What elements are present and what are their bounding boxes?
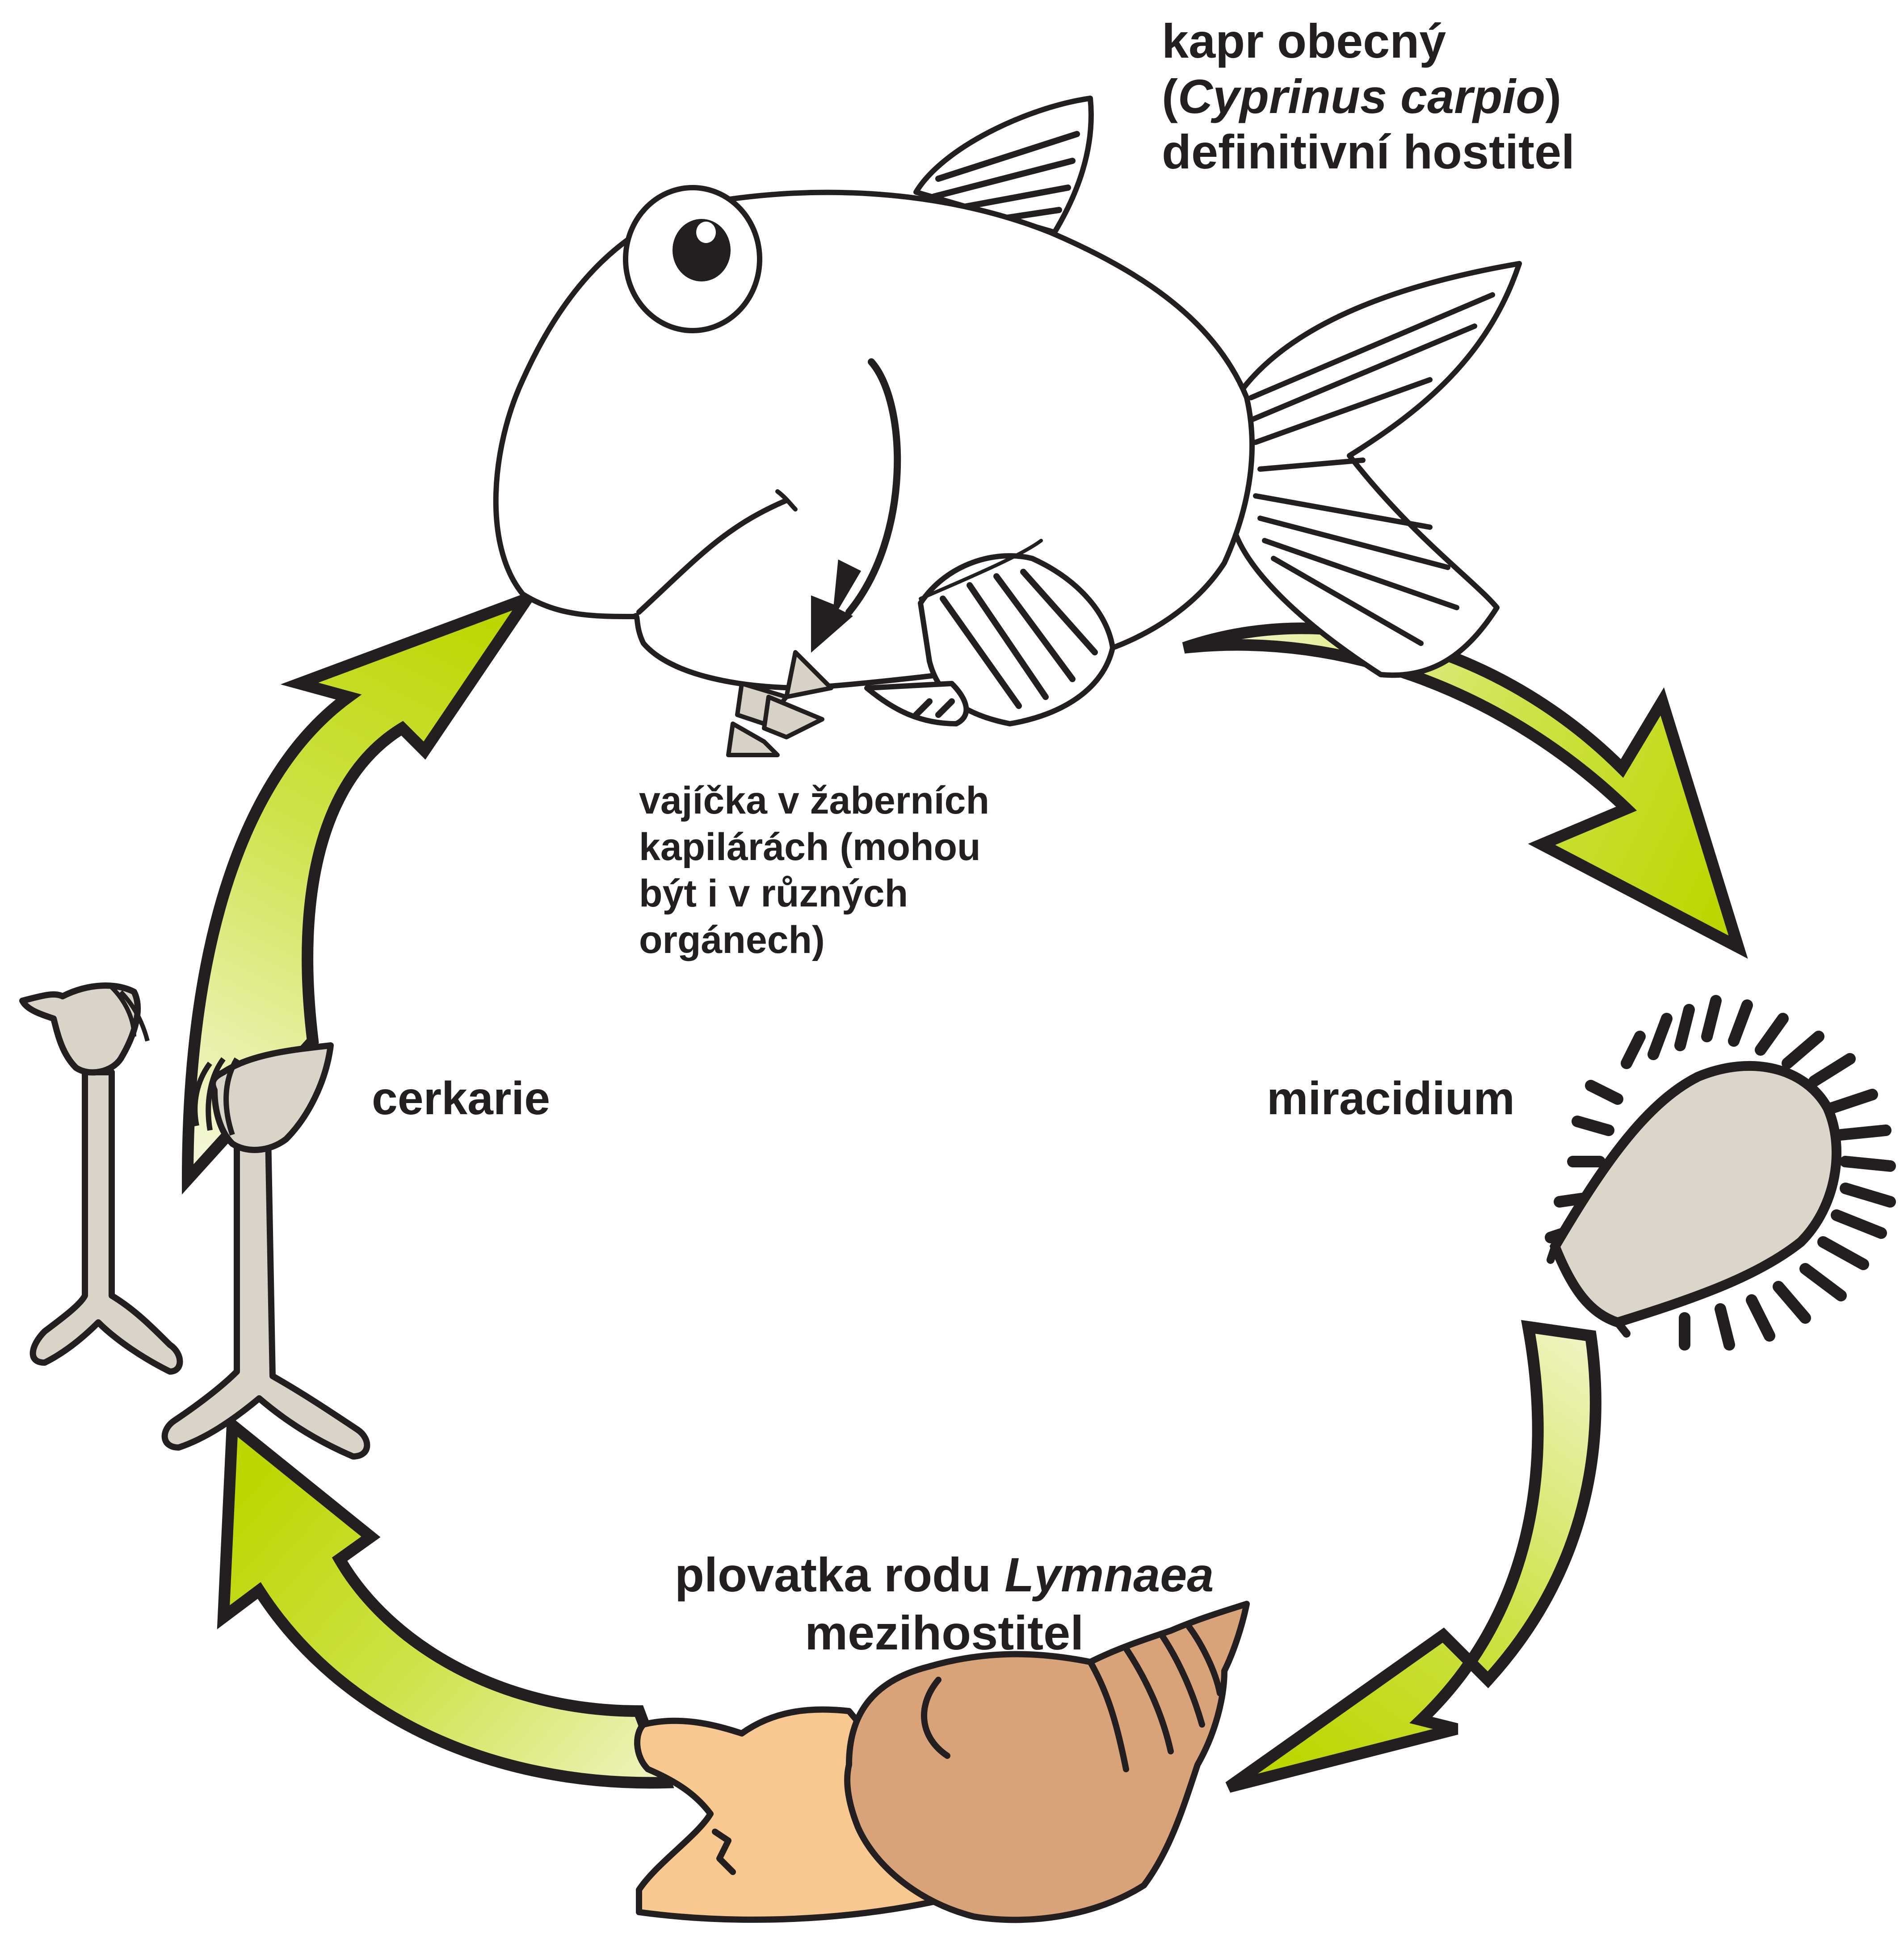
fish-body <box>496 193 1252 688</box>
arrow-miracidium-to-snail <box>1229 1327 1596 1787</box>
miracidium-label: miracidium <box>1267 1072 1515 1125</box>
eggs-label-line: být i v různých <box>639 870 989 917</box>
egg <box>764 697 822 737</box>
snail-role: mezihostitel <box>675 1604 1214 1662</box>
eggs-label-line: vajíčka v žaberních <box>639 777 989 824</box>
eggs-label: vajíčka v žaberních kapilárách (mohou bý… <box>639 777 989 963</box>
eggs-label-line: kapilárách (mohou <box>639 824 989 870</box>
miracidium-illustration <box>1551 1001 1890 1345</box>
cercaria-tail <box>33 1072 180 1372</box>
cercaria-tail <box>165 1135 367 1456</box>
intermediate-host-label: plovatka rodu Lymnaea mezihostitel <box>675 1546 1214 1662</box>
snail-name: plovatka rodu Lymnaea <box>675 1546 1214 1604</box>
cercaria-label: cerkarie <box>372 1072 550 1125</box>
eggs-label-line: orgánech) <box>639 917 989 963</box>
cercaria-left <box>22 986 180 1372</box>
miracidium-body <box>1555 1066 1837 1322</box>
host-name: kapr obecný <box>1162 13 1575 69</box>
cercaria-right <box>165 1045 367 1456</box>
arrow-fish-to-miracidium <box>1184 628 1738 947</box>
carp-illustration <box>496 98 1519 724</box>
definitive-host-label: kapr obecný (Cyprinus carpio) definitivn… <box>1162 13 1575 180</box>
host-role: definitivní hostitel <box>1162 124 1575 180</box>
host-latin-name: (Cyprinus carpio) <box>1162 69 1575 124</box>
arrow-snail-to-cercaria <box>223 1425 666 1783</box>
